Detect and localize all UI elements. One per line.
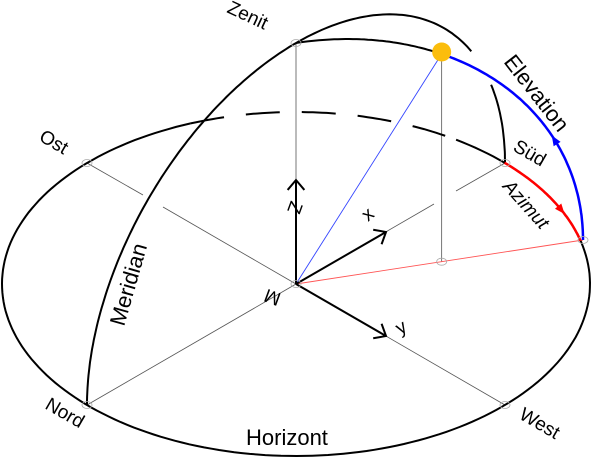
x-axis bbox=[295, 231, 387, 285]
azimuth-point-marker bbox=[577, 236, 589, 244]
z-axis-arrowhead bbox=[286, 178, 306, 191]
sun-ray-line bbox=[295, 53, 443, 285]
label-axis-y: y bbox=[392, 316, 411, 339]
vertical-circle-arc bbox=[295, 38, 443, 55]
label-zenith: Zenit bbox=[224, 0, 272, 35]
center-marker bbox=[290, 280, 302, 288]
horizon-ellipse-hidden bbox=[190, 111, 457, 141]
south-line bbox=[455, 162, 506, 192]
label-axis-x: x bbox=[358, 203, 379, 226]
east-marker bbox=[81, 159, 93, 167]
meridian-arc bbox=[86, 13, 473, 405]
x-axis-arrowhead bbox=[373, 228, 388, 245]
east-line bbox=[86, 162, 144, 196]
sun-icon bbox=[432, 42, 452, 62]
east-line-front bbox=[162, 206, 297, 285]
y-axis-arrowhead bbox=[373, 323, 388, 340]
elevation-arrowhead bbox=[551, 135, 561, 147]
label-south: Süd bbox=[510, 136, 550, 171]
label-west: West bbox=[516, 404, 564, 444]
meridian-arc-back bbox=[490, 84, 506, 163]
label-east: Ost bbox=[36, 126, 73, 159]
zenith-marker bbox=[290, 39, 302, 47]
azimuth-arc bbox=[503, 161, 582, 242]
north-line bbox=[86, 283, 297, 406]
azimuth-ray-line bbox=[295, 239, 584, 285]
azimuth-arrowhead bbox=[554, 203, 565, 215]
label-azimuth: Azimut bbox=[498, 176, 554, 234]
y-axis bbox=[295, 283, 387, 337]
label-meridian: Meridian bbox=[105, 240, 152, 328]
horizon-ellipse bbox=[0, 122, 592, 458]
west-marker bbox=[499, 401, 511, 409]
label-axis-z: Z bbox=[282, 198, 306, 216]
label-horizon: Horizont bbox=[246, 425, 328, 450]
label-center: M bbox=[262, 284, 284, 309]
south-marker bbox=[499, 159, 511, 167]
sun-foot-marker bbox=[436, 257, 448, 266]
elevation-arc bbox=[441, 52, 585, 240]
north-marker bbox=[81, 401, 93, 409]
label-elevation: Elevation bbox=[499, 50, 574, 137]
